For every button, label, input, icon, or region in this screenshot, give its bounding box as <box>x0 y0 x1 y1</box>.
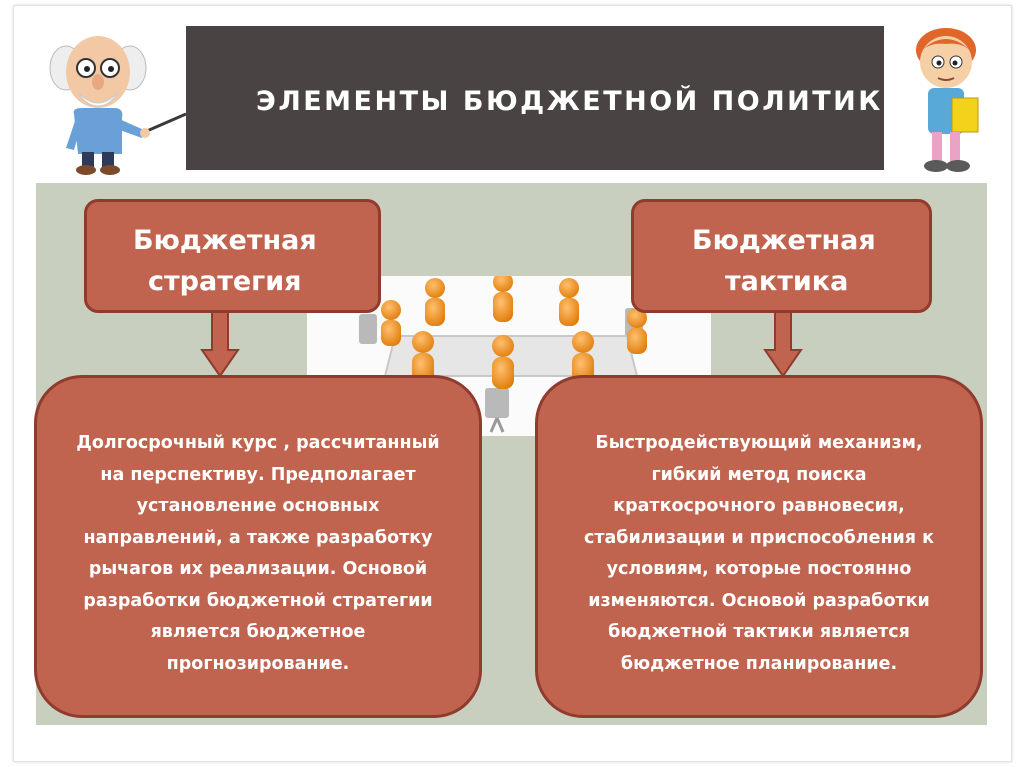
strategy-description-line: рычагов их реализации. Основой <box>88 559 428 579</box>
tactic-heading-line-1: Бюджетная <box>692 225 876 256</box>
tactic-description-line: условиям, которые постоянно <box>606 559 912 579</box>
tactic-description-line: гибкий метод поиска <box>651 464 867 485</box>
strategy-heading-line-1: Бюджетная <box>133 225 317 256</box>
tactic-description-line: стабилизации и приспособления к <box>583 527 935 548</box>
strategy-heading-box: Бюджетная стратегия <box>84 199 381 313</box>
tactic-description-line: краткосрочного равновесия, <box>613 496 905 516</box>
strategy-description-line: установление основных <box>136 496 380 516</box>
strategy-description-line: разработки бюджетной стратегии <box>83 590 433 611</box>
tactic-arrow-down-icon <box>763 312 803 378</box>
tactic-heading-line-2: тактика <box>725 266 849 297</box>
tactic-description-line: бюджетной тактики является <box>608 622 910 642</box>
strategy-description-line: Долгосрочный курс , рассчитанный <box>76 433 440 453</box>
strategy-description-line: прогнозирование. <box>166 653 350 674</box>
tactic-description-line: изменяются. Основой разработки <box>588 590 930 611</box>
professor-with-pointer-icon <box>49 36 187 175</box>
strategy-arrow-down-icon <box>200 312 240 378</box>
tactic-heading-box: Бюджетная тактика <box>631 199 932 313</box>
slide-title: ЭЛЕМЕНТЫ БЮДЖЕТНОЙ ПОЛИТИКИ <box>256 86 908 117</box>
tactic-description-line: бюджетное планирование. <box>620 653 898 674</box>
strategy-description-line: на перспективу. Предполагает <box>100 464 416 485</box>
boy-with-book-icon <box>916 28 979 172</box>
strategy-heading-line-2: стратегия <box>148 266 302 297</box>
strategy-description-line: является бюджетное <box>150 622 366 642</box>
strategy-description-box: Долгосрочный курс , рассчитанный на перс… <box>34 375 482 718</box>
tactic-description-box: Быстродействующий механизм, гибкий метод… <box>535 375 983 718</box>
tactic-description-line: Быстродействующий механизм, <box>595 433 923 453</box>
title-bar <box>186 26 884 170</box>
strategy-description-line: направлений, а также разработку <box>83 527 433 548</box>
